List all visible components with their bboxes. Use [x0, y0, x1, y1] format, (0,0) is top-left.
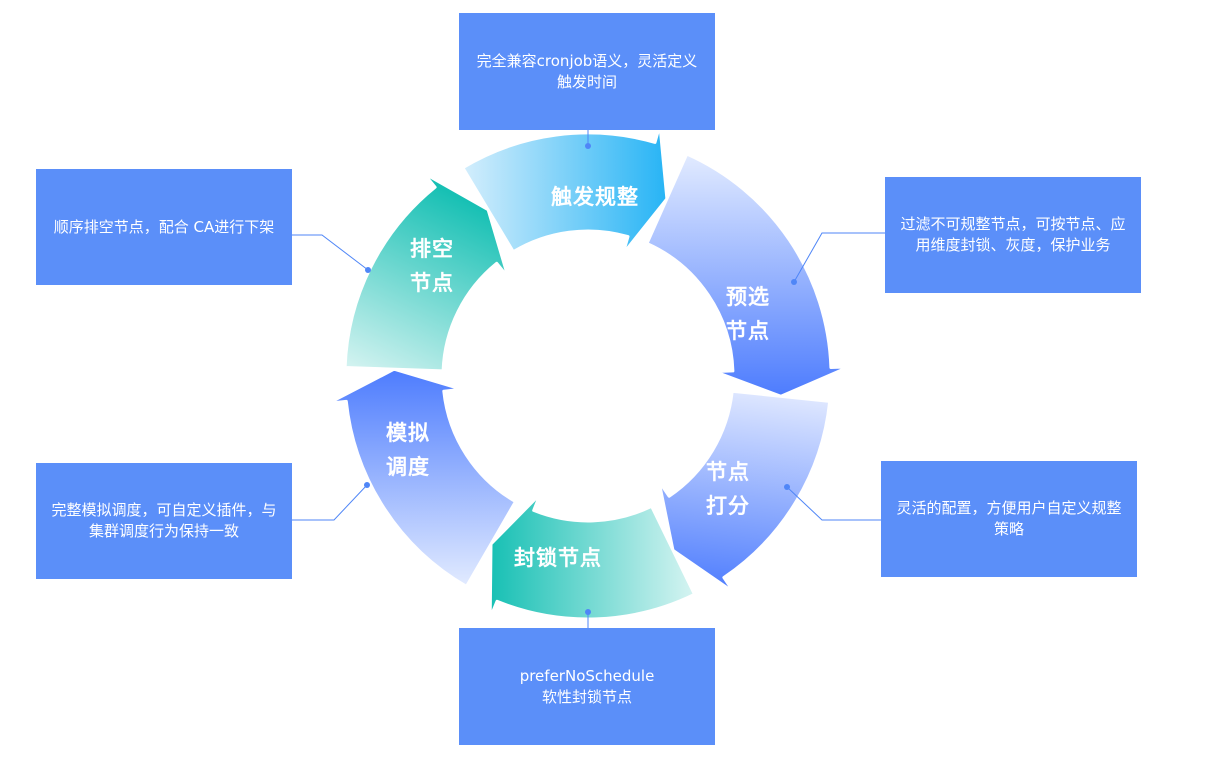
desc-box-simulate: 完整模拟调度，可自定义插件，与 集群调度行为保持一致 [36, 463, 292, 579]
stage-simulate-label: 模拟 调度 [368, 416, 448, 484]
stage-drain-label: 排空 节点 [392, 232, 472, 300]
desc-score-line1: 灵活的配置，方便用户自定义规整 [896, 499, 1122, 517]
desc-prefilter-line1: 过滤不可规整节点，可按节点、应 [900, 215, 1126, 233]
stage-drain-line2: 节点 [410, 271, 454, 295]
desc-simulate-line2: 集群调度行为保持一致 [88, 522, 239, 540]
connector-bottom-dot [585, 609, 591, 615]
stage-cordon-text: 封锁节点 [514, 546, 602, 570]
stage-simulate-line2: 调度 [386, 455, 430, 479]
stage-prefilter-line1: 预选 [726, 285, 770, 309]
desc-drain-line1: 顺序排空节点，配合 CA进行下架 [53, 217, 275, 236]
arrow-prefilter [645, 152, 851, 398]
stage-trigger-text: 触发规整 [551, 185, 639, 209]
desc-box-prefilter: 过滤不可规整节点，可按节点、应 用维度封锁、灰度，保护业务 [885, 177, 1141, 293]
stage-simulate-line1: 模拟 [386, 421, 430, 445]
arrow-cordon [488, 492, 696, 621]
connector-right-upper-dot [791, 279, 797, 285]
connector-right-lower-dot [784, 484, 790, 490]
arrow-simulate [326, 367, 517, 588]
arrow-trigger [461, 123, 669, 256]
desc-trigger-line1: 完全兼容cronjob语义，灵活定义 [476, 51, 698, 70]
stage-drain-line1: 排空 [410, 237, 454, 261]
connector-left-upper-dot [365, 267, 371, 273]
desc-cordon-line2: 软性封锁节点 [541, 687, 632, 706]
connector-left-upper [292, 234, 369, 271]
stage-prefilter-line2: 节点 [726, 319, 770, 343]
stage-score-label: 节点 打分 [688, 455, 768, 523]
stage-trigger-label: 触发规整 [530, 180, 660, 214]
connector-right-upper [793, 232, 885, 283]
desc-prefilter-line2: 用维度封锁、灰度，保护业务 [915, 236, 1111, 254]
arrow-score [657, 389, 832, 594]
desc-cordon-line1: preferNoSchedule [519, 666, 655, 685]
arrow-drain [343, 171, 510, 373]
stage-prefilter-label: 预选 节点 [708, 280, 788, 348]
connector-left-lower [292, 484, 368, 521]
desc-trigger-line2: 触发时间 [556, 72, 617, 91]
desc-score-line2: 策略 [993, 520, 1024, 538]
stage-cordon-label: 封锁节点 [493, 541, 623, 575]
connector-top-dot [585, 143, 591, 149]
stage-score-line1: 节点 [706, 460, 750, 484]
stage-score-line2: 打分 [706, 494, 750, 518]
desc-simulate-line1: 完整模拟调度，可自定义插件，与 [51, 501, 277, 519]
desc-box-cordon: preferNoSchedule 软性封锁节点 [459, 628, 715, 745]
desc-box-trigger: 完全兼容cronjob语义，灵活定义 触发时间 [459, 13, 715, 130]
desc-box-drain: 顺序排空节点，配合 CA进行下架 [36, 169, 292, 285]
connector-right-lower [786, 486, 881, 521]
desc-box-score: 灵活的配置，方便用户自定义规整 策略 [881, 461, 1137, 577]
connector-left-lower-dot [364, 482, 370, 488]
